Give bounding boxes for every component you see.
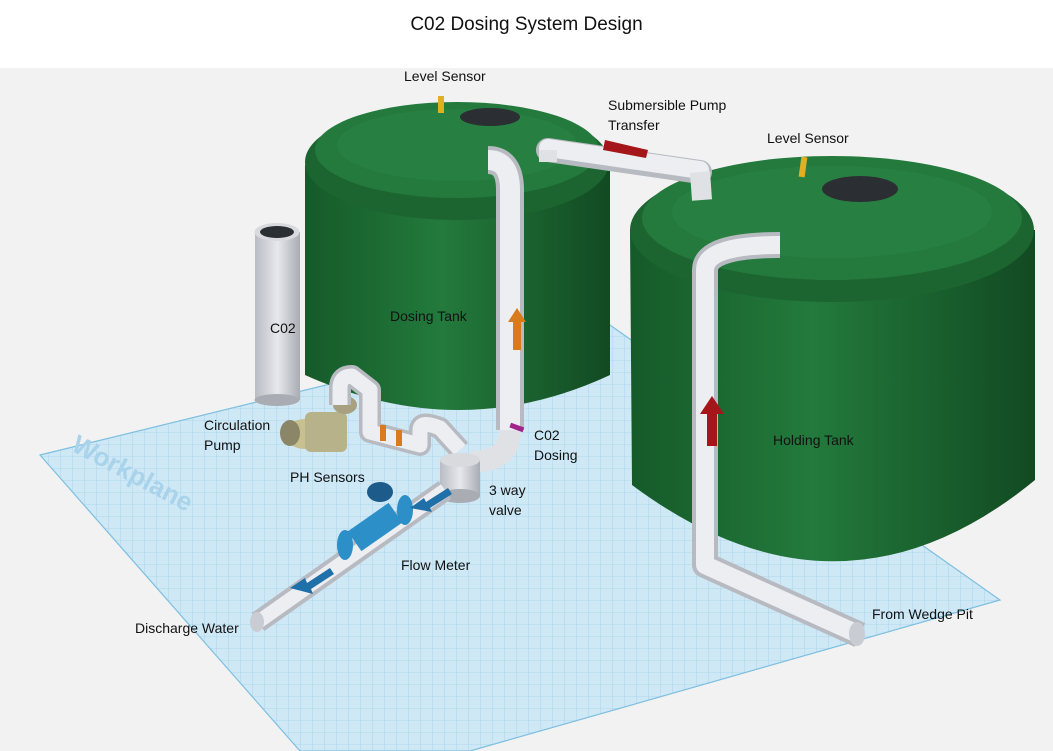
- upflow-arrow-orange-icon: [508, 308, 526, 350]
- label-co2-dosing-line1: C02: [534, 427, 560, 443]
- label-holding-tank: Holding Tank: [773, 432, 854, 448]
- dosing-tank: [305, 102, 610, 410]
- label-from-wedge-pit: From Wedge Pit: [872, 606, 973, 622]
- discharge-arrow-icon-1: [290, 568, 334, 594]
- label-co2-cylinder: C02: [270, 320, 296, 336]
- label-ph-sensors: PH Sensors: [290, 469, 365, 485]
- level-sensor-2-icon: [798, 156, 808, 178]
- ph-sensor-2-icon: [396, 430, 402, 446]
- ph-sensor-1-icon: [380, 425, 386, 441]
- diagram-title: C02 Dosing System Design: [410, 14, 643, 35]
- circulation-loop-pipe: [329, 365, 469, 458]
- upflow-arrow-red-icon: [700, 396, 724, 446]
- label-flow-meter: Flow Meter: [401, 557, 471, 573]
- transfer-arrow-icon: [603, 140, 648, 158]
- discharge-pipe: [250, 481, 452, 632]
- circulation-pump: [280, 396, 357, 452]
- label-three-way-valve-line1: 3 way: [489, 482, 526, 498]
- holding-tank: [630, 156, 1035, 562]
- co2-cylinder: [254, 223, 300, 406]
- label-submersible-pump-line1: Submersible Pump: [608, 97, 727, 113]
- label-three-way-valve-line2: valve: [489, 502, 522, 518]
- label-circulation-pump-line1: Circulation: [204, 417, 271, 433]
- discharge-arrow-icon-2: [410, 488, 452, 512]
- transfer-pipe: [536, 138, 712, 201]
- label-submersible-pump-line2: Transfer: [608, 117, 660, 133]
- flow-meter: [337, 482, 413, 560]
- label-co2-dosing-line2: Dosing: [534, 447, 578, 463]
- workplane-grid: [38, 317, 1002, 751]
- label-circulation-pump-line2: Pump: [204, 437, 241, 453]
- co2-dosing-injector-icon: [509, 422, 525, 433]
- label-dosing-tank: Dosing Tank: [390, 308, 467, 324]
- label-level-sensor-1: Level Sensor: [404, 68, 486, 84]
- level-sensor-1-icon: [438, 96, 444, 113]
- holding-inlet-pipe: [692, 232, 866, 647]
- label-discharge-water: Discharge Water: [135, 620, 239, 636]
- label-level-sensor-2: Level Sensor: [767, 130, 849, 146]
